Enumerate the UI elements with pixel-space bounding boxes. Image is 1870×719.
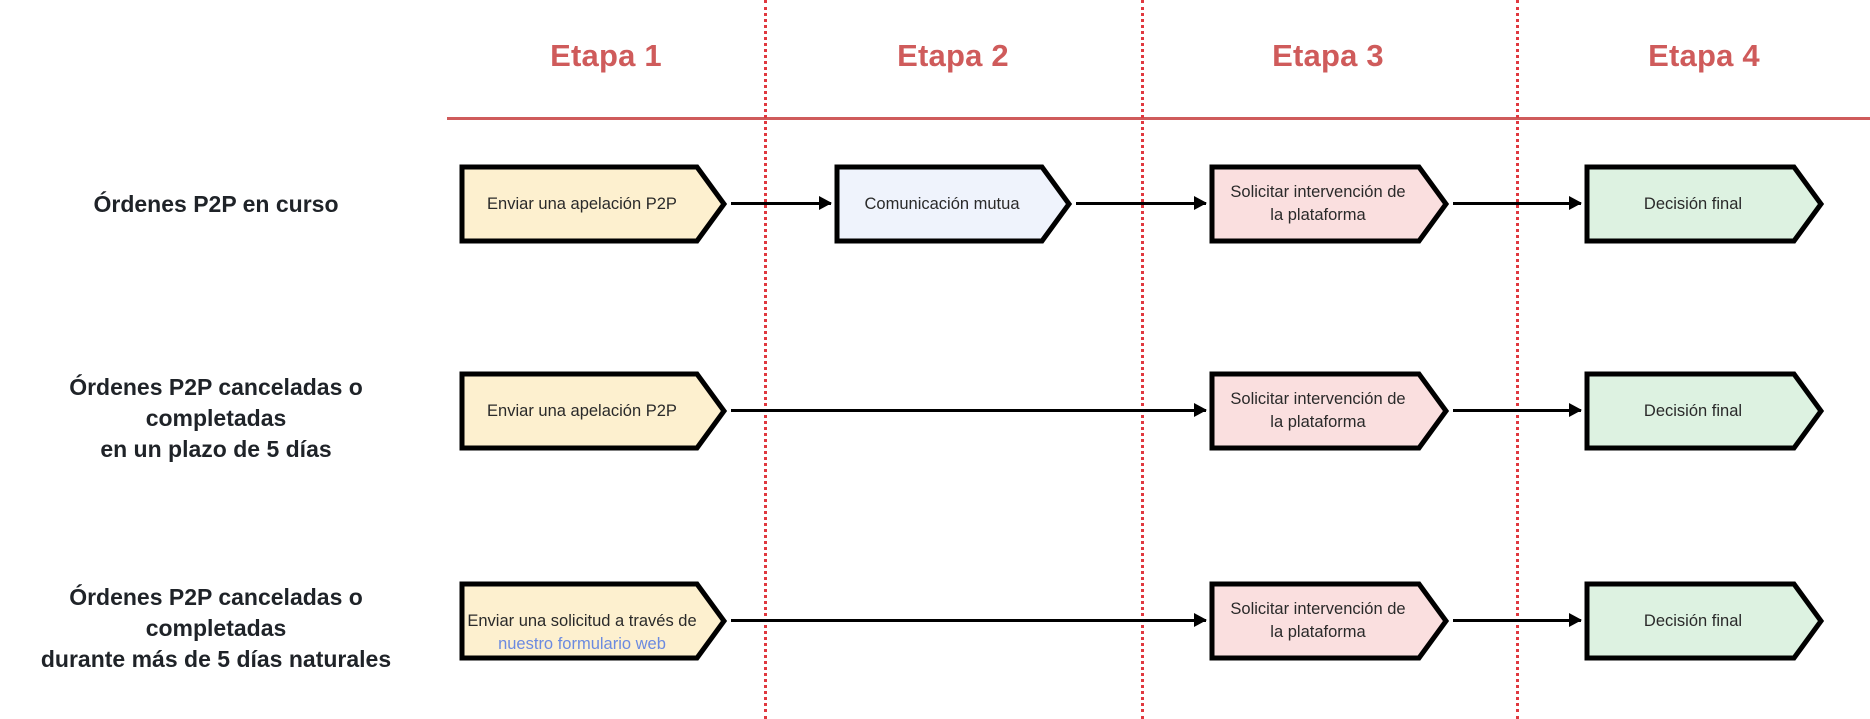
chevron-enviar-solicitud-formulario[interactable]: Enviar una solicitud a través de nuestro… bbox=[459, 581, 728, 661]
stage-header-1: Etapa 1 bbox=[550, 38, 662, 73]
chevron-enviar-apelacion-p2p[interactable]: Enviar una apelación P2P bbox=[459, 164, 728, 244]
connector-row2-step1-step2 bbox=[731, 403, 1207, 417]
chevron-shape bbox=[1584, 164, 1825, 244]
chevron-shape bbox=[459, 371, 728, 451]
arrowhead-icon bbox=[1569, 613, 1582, 627]
chevron-solicitar-intervencion[interactable]: Solicitar intervención de la plataforma bbox=[1209, 164, 1450, 244]
chevron-label: Decisión final bbox=[1643, 401, 1743, 420]
chevron-solicitar-intervencion[interactable]: Solicitar intervención de la plataforma bbox=[1209, 371, 1450, 451]
header-horizontal-rule bbox=[447, 117, 1870, 120]
connector-line bbox=[731, 202, 831, 205]
chevron-label: Comunicación mutua bbox=[864, 194, 1020, 213]
chevron-label-text: Enviar una solicitud a través de bbox=[467, 611, 697, 630]
chevron-label: Enviar una apelación P2P bbox=[487, 194, 677, 213]
chevron-shape bbox=[1584, 581, 1825, 661]
connector-row3-step2-step3 bbox=[1453, 613, 1582, 627]
connector-line bbox=[1453, 202, 1581, 205]
chevron-shape bbox=[459, 581, 728, 661]
chevron-label: Decisión final bbox=[1643, 194, 1743, 213]
connector-row1-step2-step3 bbox=[1076, 196, 1207, 210]
connector-line bbox=[731, 619, 1206, 622]
arrowhead-icon bbox=[1569, 196, 1582, 210]
chevron-decision-final[interactable]: Decisión final bbox=[1584, 371, 1825, 451]
connector-line bbox=[1453, 409, 1581, 412]
web-form-link[interactable]: nuestro formulario web bbox=[498, 634, 666, 653]
arrowhead-icon bbox=[1194, 613, 1207, 627]
arrowhead-icon bbox=[819, 196, 832, 210]
stage-divider-3 bbox=[1516, 0, 1519, 719]
connector-row1-step3-step4 bbox=[1453, 196, 1582, 210]
row-label-orders-in-progress: Órdenes P2P en curso bbox=[93, 191, 339, 217]
chevron-decision-final[interactable]: Decisión final bbox=[1584, 164, 1825, 244]
chevron-shape bbox=[1209, 581, 1450, 661]
chevron-comunicacion-mutua[interactable]: Comunicación mutua bbox=[834, 164, 1073, 244]
connector-line bbox=[1076, 202, 1206, 205]
row-label-orders-cancelled-within-5-days: Órdenes P2P canceladas o completadas en … bbox=[69, 374, 363, 462]
connector-row1-step1-step2 bbox=[731, 196, 832, 210]
row-label-orders-cancelled-over-5-days: Órdenes P2P canceladas o completadas dur… bbox=[40, 584, 392, 672]
stage-header-3: Etapa 3 bbox=[1272, 38, 1384, 73]
arrowhead-icon bbox=[1194, 196, 1207, 210]
stage-header-4: Etapa 4 bbox=[1648, 38, 1760, 73]
chevron-label: Enviar una apelación P2P bbox=[487, 401, 677, 420]
chevron-shape bbox=[1209, 371, 1450, 451]
chevron-label: Solicitar intervención de la plataforma bbox=[1230, 183, 1406, 224]
chevron-label: Solicitar intervención de la plataforma bbox=[1230, 390, 1406, 431]
stage-divider-2 bbox=[1141, 0, 1144, 719]
stage-divider-1 bbox=[764, 0, 767, 719]
arrowhead-icon bbox=[1569, 403, 1582, 417]
arrowhead-icon bbox=[1194, 403, 1207, 417]
connector-line bbox=[1453, 619, 1581, 622]
chevron-label: Decisión final bbox=[1643, 611, 1743, 630]
connector-line bbox=[731, 409, 1206, 412]
chevron-decision-final[interactable]: Decisión final bbox=[1584, 581, 1825, 661]
chevron-solicitar-intervencion[interactable]: Solicitar intervención de la plataforma bbox=[1209, 581, 1450, 661]
chevron-shape bbox=[459, 164, 728, 244]
connector-row3-step1-step2 bbox=[731, 613, 1207, 627]
connector-row2-step2-step3 bbox=[1453, 403, 1582, 417]
chevron-label: Solicitar intervención de la plataforma bbox=[1230, 600, 1406, 641]
stage-header-2: Etapa 2 bbox=[897, 38, 1009, 73]
chevron-label: Enviar una solicitud a través de nuestro… bbox=[459, 587, 727, 656]
chevron-shape bbox=[1584, 371, 1825, 451]
chevron-shape bbox=[834, 164, 1073, 244]
chevron-enviar-apelacion-p2p[interactable]: Enviar una apelación P2P bbox=[459, 371, 728, 451]
chevron-shape bbox=[1209, 164, 1450, 244]
